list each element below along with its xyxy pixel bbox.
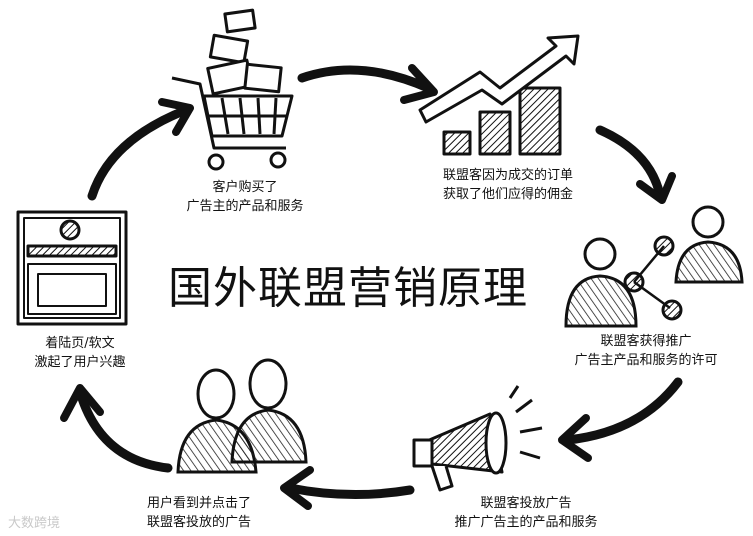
step-landing-caption: 着陆页/软文 激起了用户兴趣	[18, 334, 142, 372]
diagram-title: 国外联盟营销原理	[168, 263, 528, 314]
arrow-landing-to-cart	[87, 98, 194, 201]
caption-line: 联盟客获得推广	[600, 334, 692, 349]
caption-line: 广告主产品和服务的许可	[574, 353, 718, 368]
step-commission-caption: 联盟客因为成交的订单 获取了他们应得的佣金	[420, 166, 596, 204]
arrow-people-to-megaphone	[558, 377, 683, 462]
shopping-cart-icon	[171, 8, 294, 171]
caption-line: 联盟客因为成交的订单	[442, 168, 573, 183]
step-promote-caption: 联盟客投放广告 推广广告主的产品和服务	[438, 494, 614, 532]
caption-line: 客户购买了	[212, 180, 278, 195]
caption-line: 获取了他们应得的佣金	[442, 187, 573, 202]
step-purchase-caption: 客户购买了 广告主的产品和服务	[160, 178, 330, 216]
step-permission-caption: 联盟客获得推广 广告主产品和服务的许可	[556, 332, 736, 370]
megaphone-icon	[412, 385, 543, 492]
watermark: 大数跨境	[8, 516, 61, 531]
arrow-megaphone-to-users	[280, 466, 415, 510]
two-users-icon	[176, 358, 308, 474]
caption-line: 广告主的产品和服务	[186, 199, 304, 214]
landing-page-icon	[16, 210, 128, 326]
step-click-caption: 用户看到并点击了 联盟客投放的广告	[124, 494, 274, 532]
arrow-chart-to-people	[595, 125, 676, 204]
caption-line: 联盟客投放广告	[480, 496, 572, 511]
caption-line: 激起了用户兴趣	[34, 355, 126, 370]
caption-line: 推广广告主的产品和服务	[454, 515, 598, 530]
arrow-users-to-landing	[60, 384, 173, 473]
caption-line: 着陆页/软文	[45, 336, 115, 351]
caption-line: 联盟客投放的广告	[146, 515, 251, 530]
growth-chart-icon	[418, 34, 580, 156]
caption-line: 用户看到并点击了	[146, 496, 251, 511]
people-network-icon	[564, 205, 744, 328]
arrow-cart-to-chart	[297, 64, 438, 104]
